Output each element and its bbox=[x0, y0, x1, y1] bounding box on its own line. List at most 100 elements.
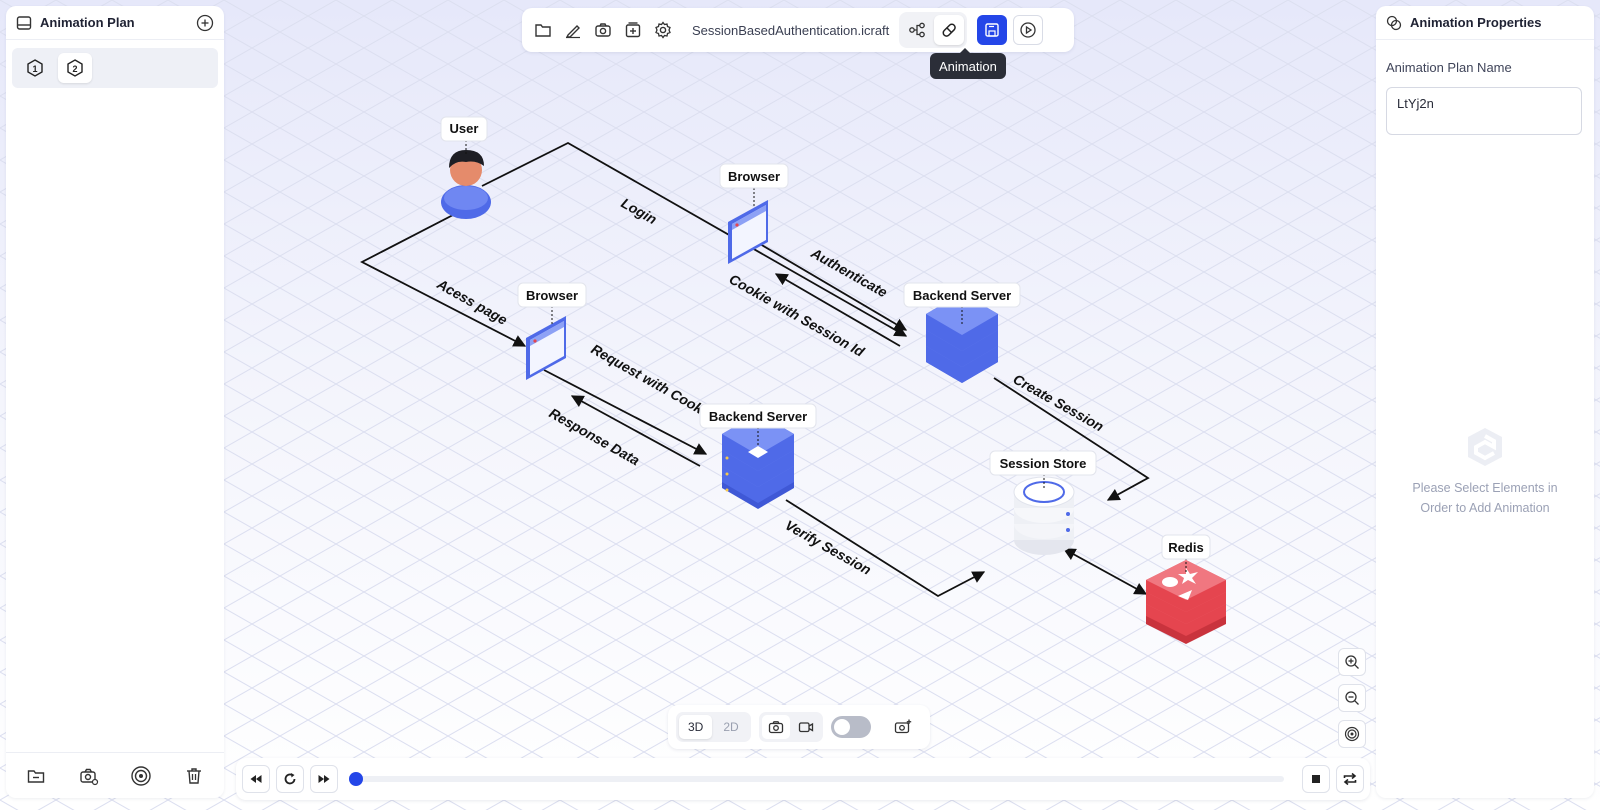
edge-session-redis bbox=[1062, 548, 1148, 595]
zoom-out-button[interactable] bbox=[1338, 684, 1366, 712]
loop-button[interactable] bbox=[1336, 765, 1364, 793]
play-button[interactable] bbox=[1013, 15, 1044, 45]
save-button[interactable] bbox=[977, 15, 1008, 45]
svg-text:Redis: Redis bbox=[1168, 540, 1203, 555]
plan-name-input[interactable]: LtYj2n bbox=[1386, 87, 1582, 135]
pill-icon bbox=[942, 23, 957, 37]
stop-button[interactable] bbox=[1302, 765, 1330, 793]
timeline-playhead[interactable] bbox=[349, 772, 363, 786]
animation-properties-title: Animation Properties bbox=[1410, 15, 1542, 30]
trash-icon bbox=[186, 767, 201, 784]
loop-icon bbox=[1343, 772, 1357, 786]
app-logo-icon bbox=[1462, 424, 1508, 470]
animation-plan-panel: Animation Plan 1 2 bbox=[6, 6, 224, 798]
folder-icon bbox=[28, 769, 45, 783]
highlight-button[interactable] bbox=[558, 15, 588, 45]
mode-group bbox=[899, 12, 968, 48]
node-user[interactable] bbox=[441, 150, 491, 219]
camera-icon bbox=[768, 721, 783, 734]
connections-mode-button[interactable] bbox=[902, 15, 932, 45]
edges bbox=[360, 141, 1150, 598]
label-session-store: Session Store bbox=[989, 450, 1097, 490]
open-folder-button[interactable] bbox=[22, 762, 50, 790]
top-toolbar: SessionBasedAuthentication.icraft bbox=[522, 8, 1074, 52]
plan-actions bbox=[6, 752, 224, 798]
plan-step-1[interactable]: 1 bbox=[18, 53, 52, 83]
circles-icon bbox=[1386, 15, 1402, 31]
animation-mode-button[interactable] bbox=[934, 15, 965, 45]
edge-login bbox=[481, 141, 908, 337]
edge-authenticate bbox=[759, 243, 908, 331]
animation-properties-panel: Animation Properties Animation Plan Name… bbox=[1376, 6, 1594, 798]
screenshot-button[interactable] bbox=[588, 15, 618, 45]
target-icon bbox=[131, 765, 151, 786]
gear-icon bbox=[655, 21, 671, 39]
timeline-track[interactable] bbox=[349, 772, 1284, 786]
plan-step-2[interactable]: 2 bbox=[58, 53, 92, 83]
open-file-button[interactable] bbox=[528, 15, 558, 45]
edge-request bbox=[543, 369, 708, 455]
node-browser-1[interactable] bbox=[728, 200, 768, 264]
view-toolbar: 3D 2D bbox=[668, 705, 930, 749]
zoom-out-icon bbox=[1345, 691, 1359, 705]
camera-gear-icon bbox=[80, 768, 98, 785]
animation-tooltip: Animation bbox=[930, 48, 1006, 79]
zoom-controls bbox=[1338, 648, 1366, 748]
add-plan-icon[interactable] bbox=[196, 14, 214, 32]
label-browser-1: Browser bbox=[719, 163, 789, 206]
video-icon bbox=[798, 722, 813, 733]
fast-forward-icon bbox=[318, 775, 330, 783]
plan-step-1-number: 1 bbox=[32, 64, 37, 74]
zoom-in-button[interactable] bbox=[1338, 648, 1366, 676]
camera-plus-icon bbox=[894, 719, 911, 734]
label-backend-server-1: Backend Server bbox=[903, 282, 1021, 324]
toggle-knob bbox=[833, 719, 850, 735]
animation-plan-header: Animation Plan bbox=[6, 6, 224, 40]
settings-button[interactable] bbox=[648, 15, 678, 45]
camera-add-button[interactable] bbox=[889, 713, 917, 741]
edge-response bbox=[570, 395, 701, 467]
mode-3d-button[interactable]: 3D bbox=[679, 715, 713, 739]
box-plus-icon bbox=[625, 22, 641, 38]
svg-text:Browser: Browser bbox=[728, 169, 780, 184]
svg-text:Backend Server: Backend Server bbox=[709, 409, 807, 424]
target-icon bbox=[1344, 726, 1360, 742]
label-backend-server-2: Backend Server bbox=[699, 403, 817, 445]
highlighter-icon bbox=[565, 25, 580, 39]
capture-group bbox=[758, 712, 823, 742]
svg-text:User: User bbox=[450, 121, 479, 136]
replay-button[interactable] bbox=[276, 765, 304, 793]
save-icon bbox=[985, 23, 999, 37]
stop-icon bbox=[1312, 775, 1320, 783]
rewind-button[interactable] bbox=[242, 765, 270, 793]
file-name: SessionBasedAuthentication.icraft bbox=[692, 22, 890, 38]
video-capture-button[interactable] bbox=[792, 715, 820, 739]
label-redis: Redis bbox=[1161, 534, 1211, 574]
label-browser-2: Browser bbox=[517, 282, 587, 324]
edge-access-page bbox=[360, 199, 527, 347]
recording-toggle[interactable] bbox=[830, 716, 871, 738]
fast-forward-button[interactable] bbox=[310, 765, 338, 793]
node-session-store[interactable] bbox=[1013, 476, 1075, 555]
camera-icon bbox=[595, 23, 611, 37]
edge-cookie bbox=[774, 273, 901, 347]
fit-view-button[interactable] bbox=[1338, 720, 1366, 748]
view-mode-switch: 3D 2D bbox=[676, 712, 751, 742]
camera-settings-button[interactable] bbox=[75, 762, 103, 790]
empty-state: Please Select Elements in Order to Add A… bbox=[1376, 424, 1594, 518]
node-browser-2[interactable] bbox=[526, 316, 566, 380]
label-user: User bbox=[440, 116, 488, 154]
photo-capture-button[interactable] bbox=[761, 715, 790, 739]
delete-plan-button[interactable] bbox=[180, 762, 208, 790]
zoom-in-icon bbox=[1345, 655, 1359, 669]
node-redis[interactable] bbox=[1146, 560, 1226, 644]
mode-2d-button[interactable]: 2D bbox=[723, 720, 739, 734]
plan-name-label: Animation Plan Name bbox=[1386, 60, 1512, 75]
import-button[interactable] bbox=[618, 15, 648, 45]
target-button[interactable] bbox=[127, 762, 155, 790]
animation-properties-header: Animation Properties bbox=[1376, 6, 1594, 40]
empty-state-message: Please Select Elements in Order to Add A… bbox=[1412, 481, 1558, 515]
svg-text:Session Store: Session Store bbox=[1000, 456, 1087, 471]
edge-verify-session bbox=[785, 499, 986, 598]
